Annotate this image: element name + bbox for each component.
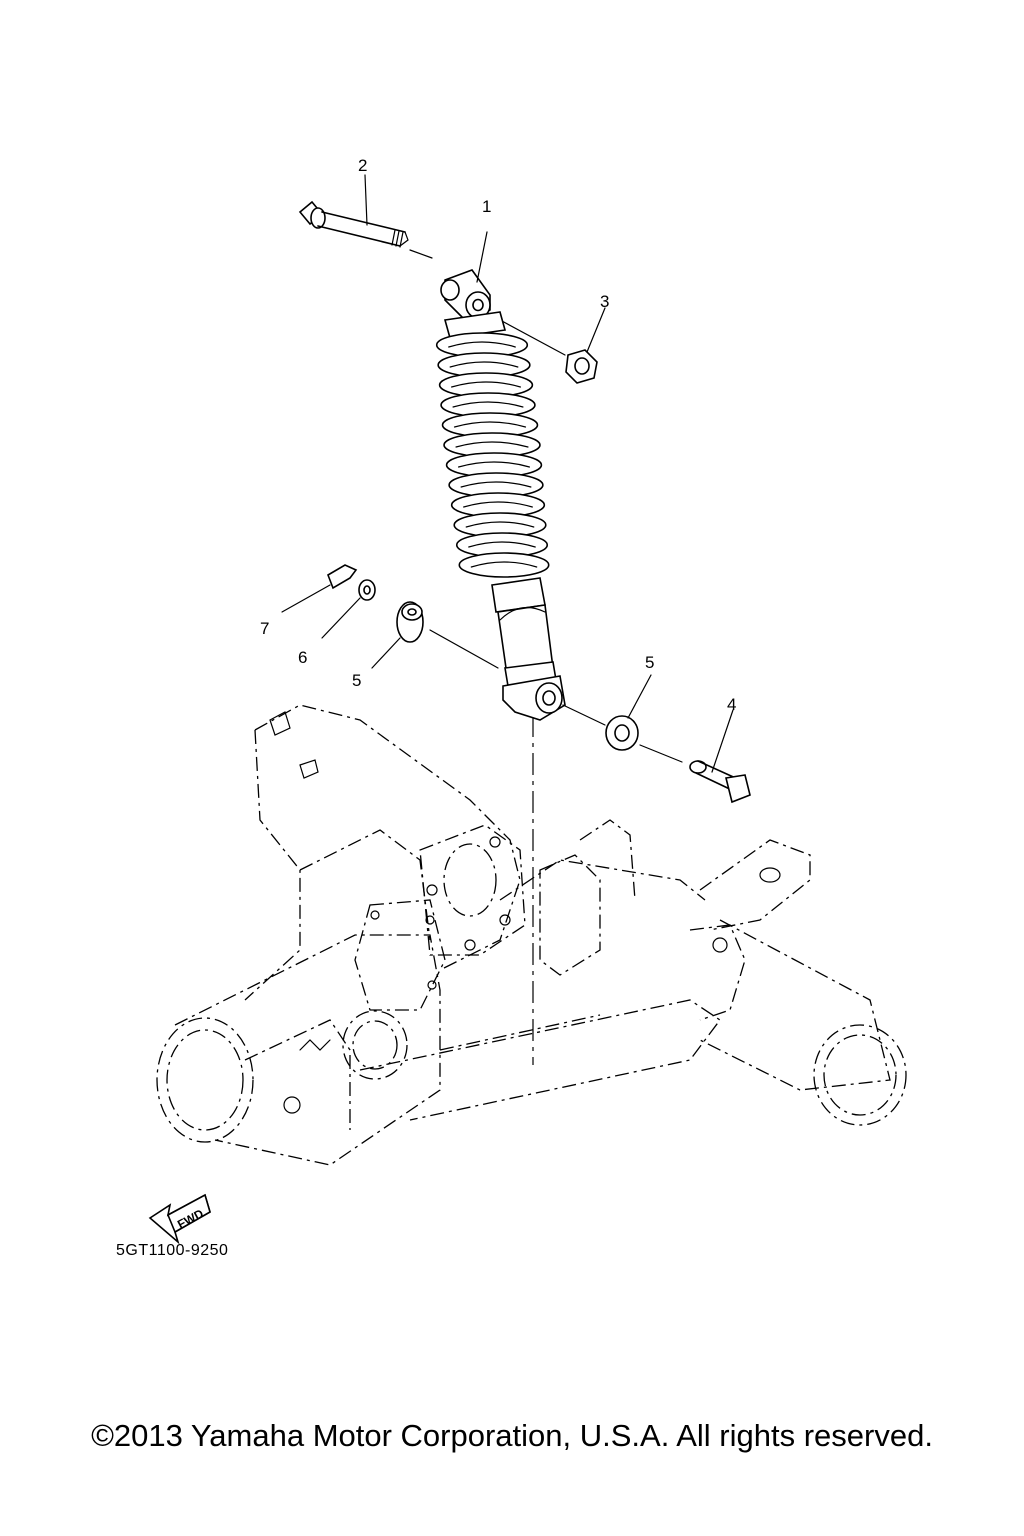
bushing-part-5-right — [562, 674, 652, 751]
bolt-part-2 — [298, 174, 409, 248]
spring-coil-inner — [465, 521, 535, 528]
pivot-bolt-part-4 — [689, 709, 751, 804]
spring-coil-inner — [460, 481, 532, 488]
callout-5-right: 5 — [645, 653, 654, 672]
spring-coil-inner — [451, 381, 521, 388]
spring-coil-inner — [463, 501, 533, 508]
spring-coil-inner — [470, 561, 538, 568]
spring-coil-inner — [468, 541, 536, 548]
bushing-part-5-left — [371, 601, 424, 669]
spring-coil-inner — [457, 461, 531, 468]
spring-coil-inner — [453, 421, 527, 428]
callout-4: 4 — [727, 695, 736, 714]
diagram-code: 5GT1100-9250 — [116, 1242, 229, 1259]
callout-5-left: 5 — [352, 671, 361, 690]
spring-coil — [458, 552, 550, 578]
callout-1: 1 — [482, 197, 491, 216]
nut-part-3 — [565, 307, 606, 384]
swing-arm-housing — [156, 704, 907, 1166]
spring-coil-inner — [449, 361, 519, 368]
callout-7: 7 — [260, 619, 269, 638]
spring-coil-inner — [448, 341, 516, 348]
callout-3: 3 — [600, 292, 609, 311]
cotter-pin-part-7 — [281, 564, 358, 613]
washer-part-6 — [321, 579, 376, 639]
callout-2: 2 — [358, 156, 367, 175]
shock-absorber-part-1 — [435, 231, 566, 721]
spring-coil-inner — [455, 441, 529, 448]
forward-direction-arrow-icon: FWD — [148, 1193, 211, 1245]
copyright-notice: ©2013 Yamaha Motor Corporation, U.S.A. A… — [91, 1418, 933, 1453]
spring-coil-inner — [452, 401, 524, 408]
callout-6: 6 — [298, 648, 307, 667]
